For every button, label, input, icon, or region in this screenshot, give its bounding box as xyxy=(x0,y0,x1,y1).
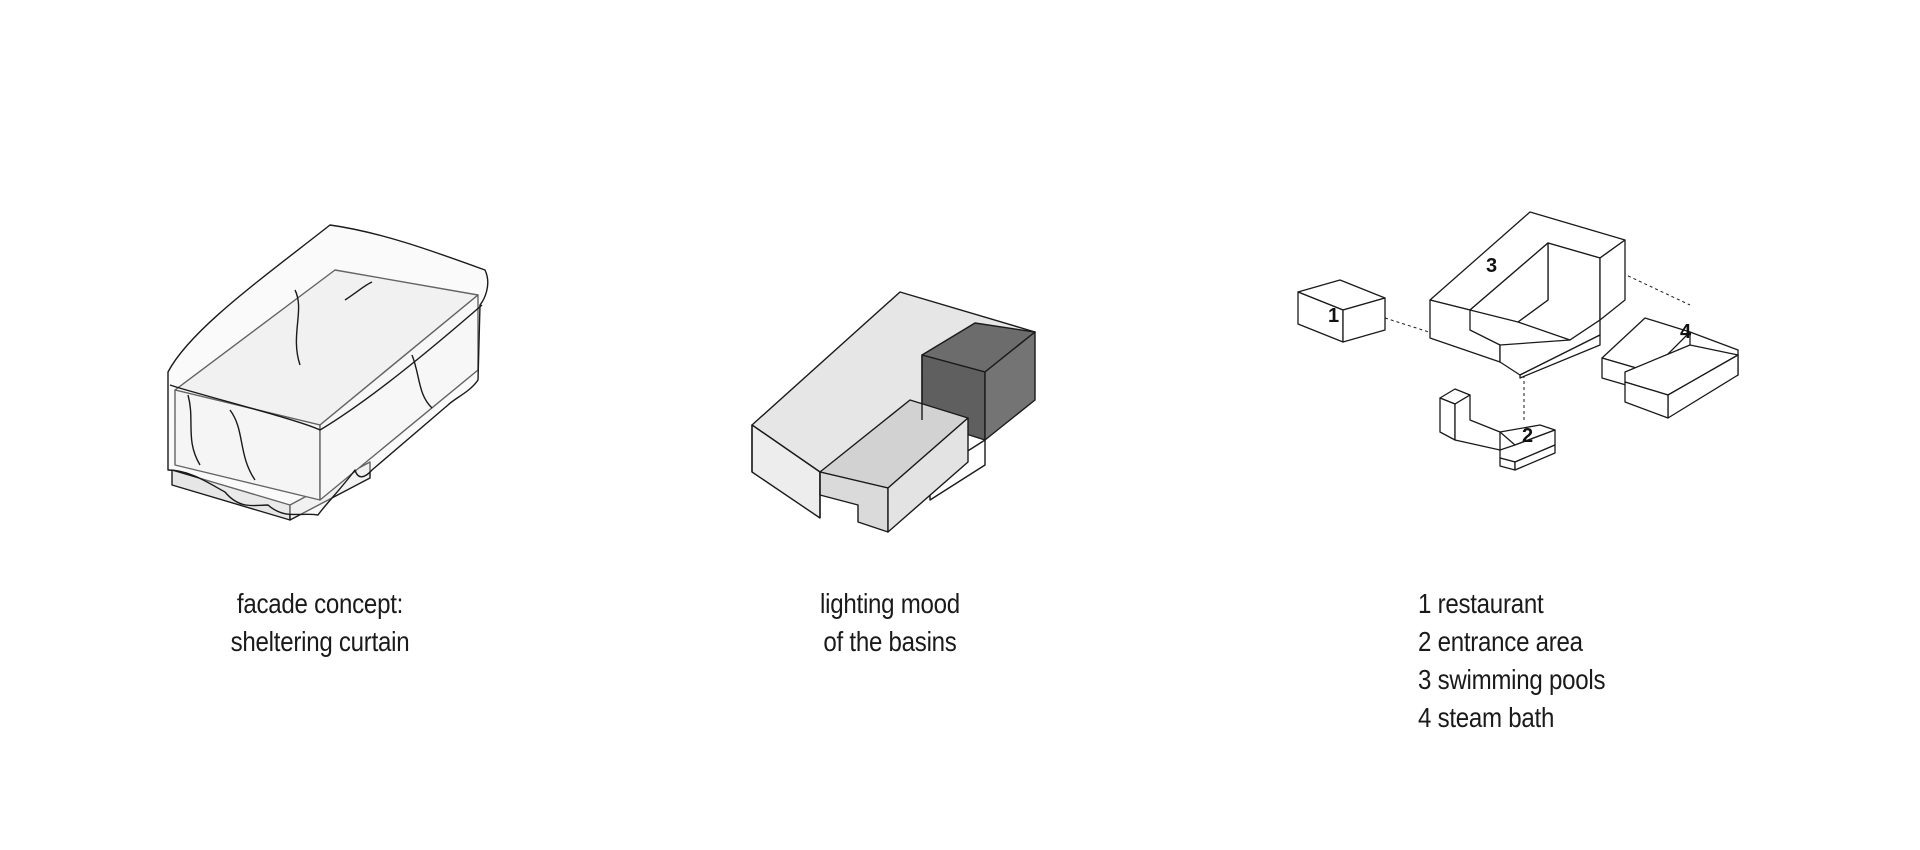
facade-curtain-outline xyxy=(167,224,489,516)
legend-item-steam-bath: 4 steam bath xyxy=(1418,702,1555,733)
block-swimming-pools xyxy=(1429,211,1626,379)
label-1: 1 xyxy=(1328,305,1339,327)
lighting-caption-line-1: lighting mood xyxy=(820,588,960,619)
label-2: 2 xyxy=(1522,425,1533,447)
facade-caption-line-2: sheltering curtain xyxy=(230,626,410,657)
facade-caption: facade concept: sheltering curtain xyxy=(174,585,466,661)
program-diagram: 1 2 3 4 xyxy=(1297,211,1739,471)
legend-item-swimming-pools: 3 swimming pools xyxy=(1418,664,1606,695)
lighting-caption-line-2: of the basins xyxy=(823,626,957,657)
lighting-mood-drawing xyxy=(751,291,1036,533)
block-entrance-area xyxy=(1439,388,1556,471)
curtain-fold-5 xyxy=(411,354,433,409)
curtain-fold-6 xyxy=(169,384,321,431)
curtain-fold-1 xyxy=(294,289,301,366)
curtain-fold-2 xyxy=(344,281,373,301)
legend-item-entrance-area: 2 entrance area xyxy=(1418,626,1583,657)
block-restaurant xyxy=(1297,279,1386,343)
facade-caption-line-1: facade concept: xyxy=(236,588,404,619)
mid-block-side xyxy=(887,417,969,533)
curtain-fold-7 xyxy=(319,304,483,431)
curtain-fold-3 xyxy=(187,394,201,466)
curtain-fold-4 xyxy=(229,409,256,481)
program-legend: 1 restaurant 2 entrance area 3 swimming … xyxy=(1418,585,1676,737)
dark-cube-side xyxy=(984,331,1036,441)
lighting-caption: lighting mood of the basins xyxy=(761,585,1019,661)
label-3: 3 xyxy=(1486,255,1497,277)
label-4: 4 xyxy=(1680,321,1692,343)
block-steam-bath xyxy=(1601,317,1739,419)
facade-concept-drawing xyxy=(167,224,489,521)
legend-item-restaurant: 1 restaurant xyxy=(1418,588,1544,619)
